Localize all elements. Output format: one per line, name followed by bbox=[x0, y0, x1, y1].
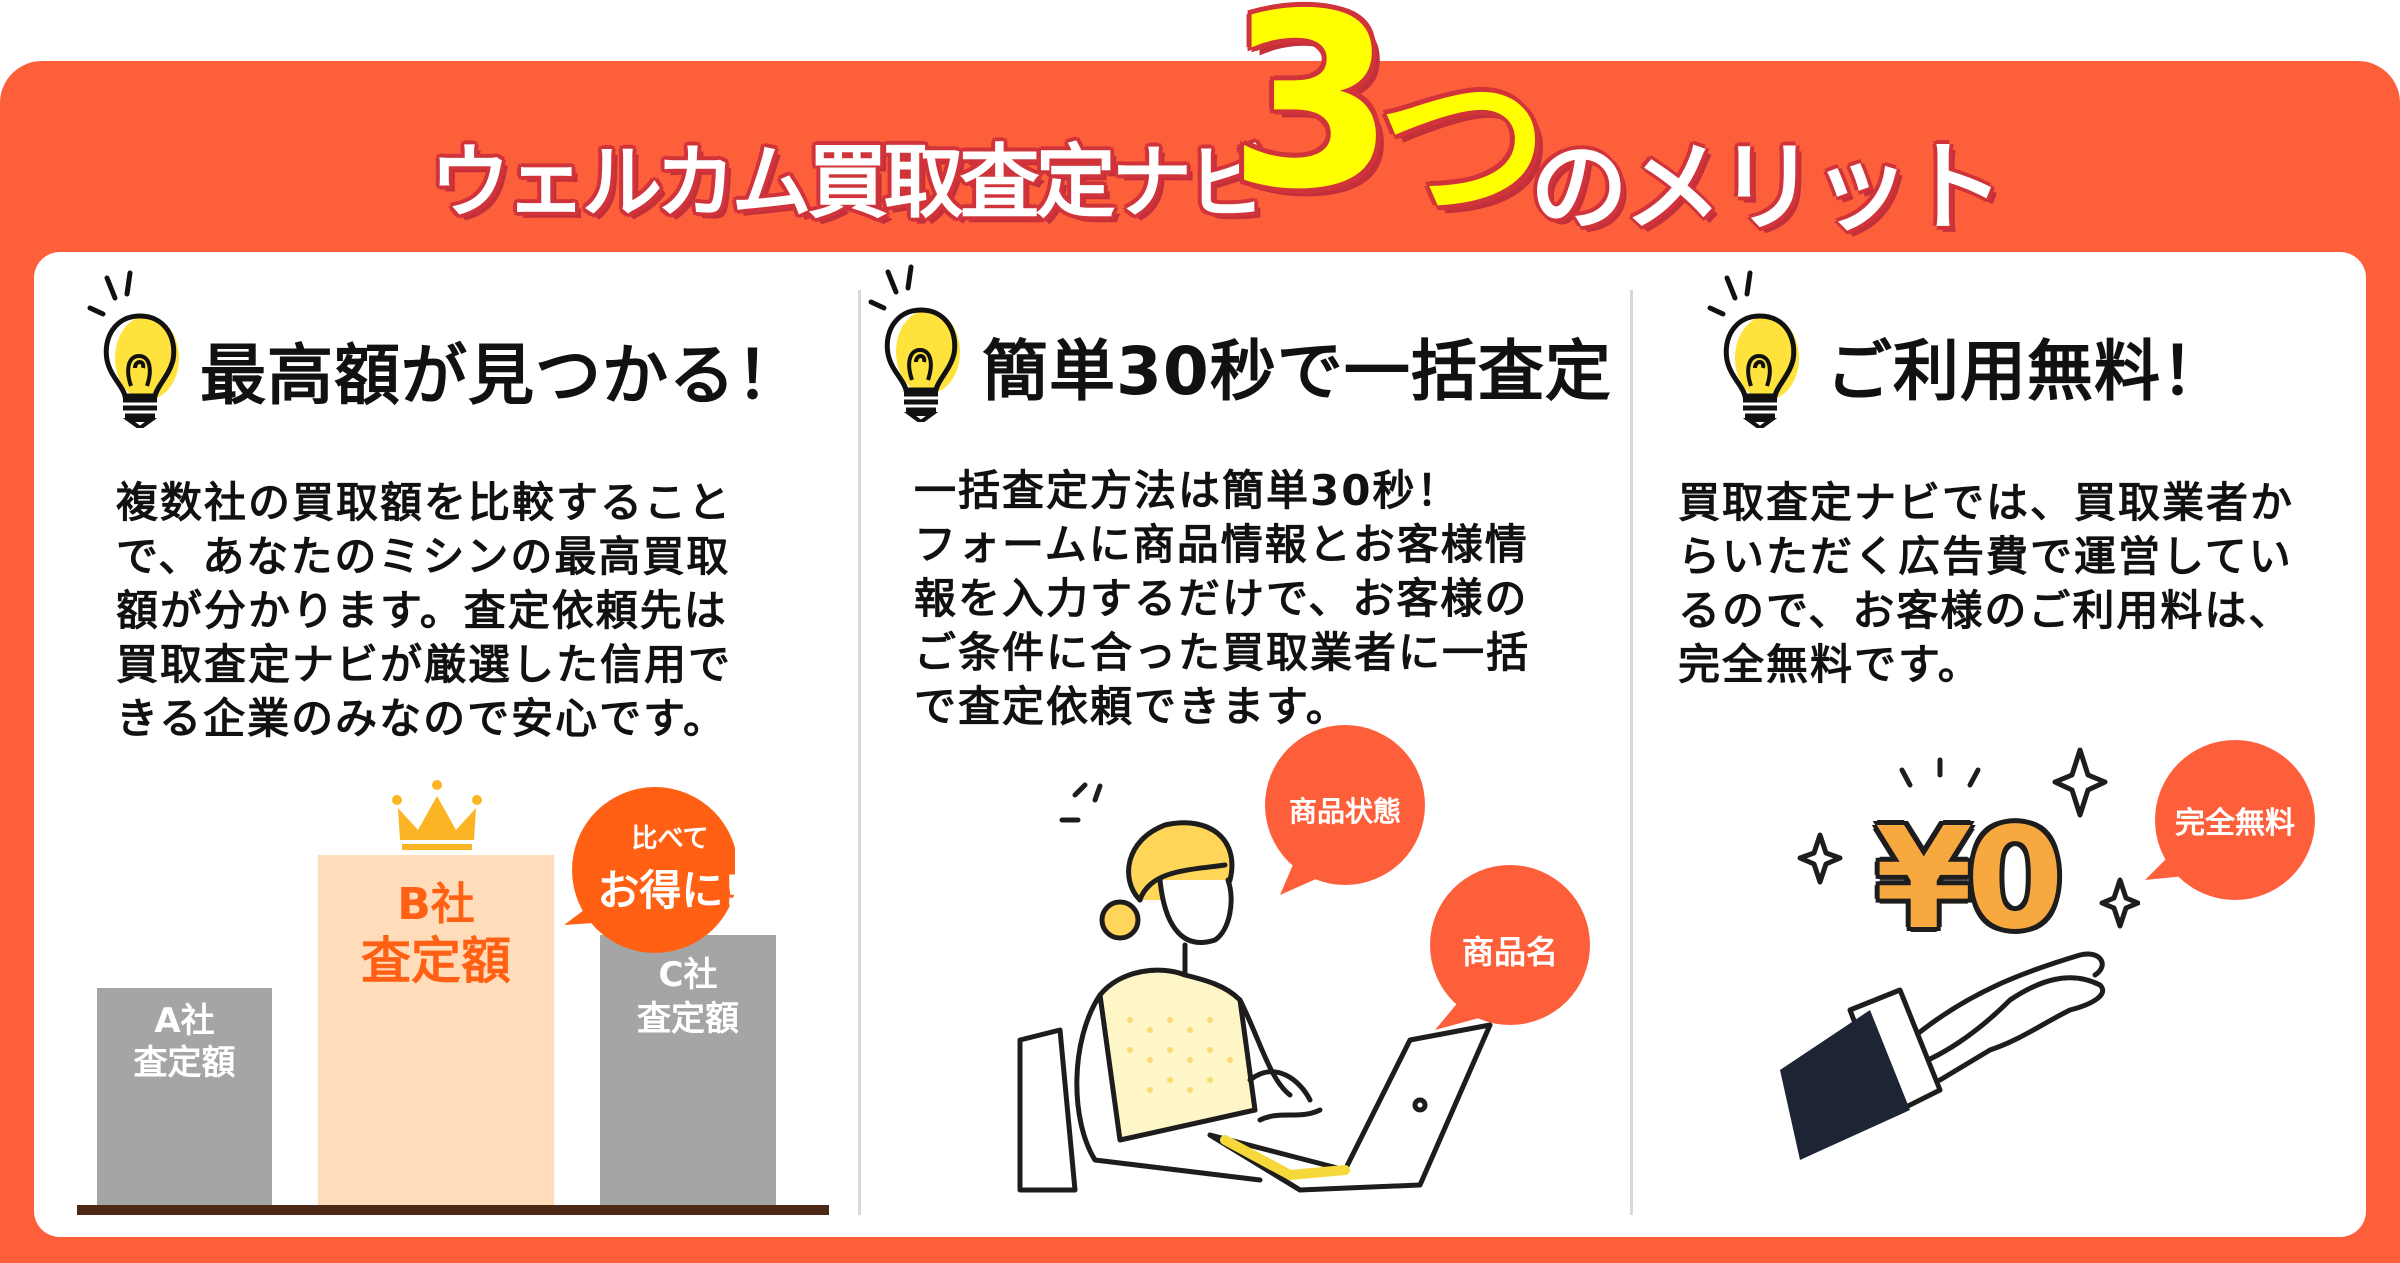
bar-amount-label: 査定額 bbox=[361, 932, 511, 990]
title-main: ウェルカム買取査定ナビ bbox=[430, 136, 1268, 229]
bubble-large-text: お得に! bbox=[597, 866, 743, 915]
column-heading-free: ご利用無料！ bbox=[1826, 333, 2228, 410]
compare-bubble: 比べて お得に! bbox=[570, 818, 770, 918]
body-line: 買取査定ナビでは、買取業者か bbox=[1678, 478, 2295, 527]
bar-company-label: A社 bbox=[154, 1001, 215, 1041]
woman-laptop-illustration bbox=[1017, 782, 1493, 1193]
body-line: で査定依頼できます。 bbox=[914, 682, 1350, 731]
body-line: 報を入力するだけで、お客様の bbox=[914, 574, 1529, 623]
column-heading-quick-appraisal: 簡単30秒で一括査定 bbox=[982, 333, 1612, 410]
column-divider bbox=[1630, 290, 1633, 1215]
bar-amount-label: 査定額 bbox=[637, 999, 739, 1039]
body-line: らいただく広告費で運営してい bbox=[1678, 532, 2293, 581]
speech-bubble-shape bbox=[1430, 865, 1590, 1030]
column-body: 一括査定方法は簡単30秒！ フォームに商品情報とお客様情 報を入力するだけで、お… bbox=[914, 464, 1530, 734]
body-line: フォームに商品情報とお客様情 bbox=[914, 520, 1529, 569]
column-heading-highest-price: 最高額が見つかる！ bbox=[200, 337, 803, 414]
crown-icon bbox=[392, 780, 482, 850]
yen-zero-price: ¥0 bbox=[1875, 798, 2064, 961]
bar-company-label: B社 bbox=[397, 879, 475, 930]
page-title: ウェルカム買取査定ナビ 3 つ のメリット bbox=[0, 0, 2400, 246]
speech-bubble-shape bbox=[1265, 725, 1425, 895]
body-line: 買取査定ナビが厳選した信用で bbox=[116, 640, 733, 689]
bar-company-b: B社 査定額 bbox=[318, 855, 554, 1205]
title-counter: つ bbox=[1378, 48, 1549, 246]
lightbulb-icon bbox=[87, 270, 179, 428]
body-line: 一括査定方法は簡単30秒！ bbox=[914, 466, 1461, 515]
floor-line bbox=[77, 1205, 829, 1215]
bubble-completely-free: 完全無料 bbox=[2175, 806, 2295, 841]
speech-bubble-shape bbox=[2145, 740, 2315, 900]
column-body: 買取査定ナビでは、買取業者か らいただく広告費で運営してい るので、お客様のご利… bbox=[1678, 476, 2294, 692]
title-number: 3 bbox=[1228, 0, 1395, 242]
bubble-product-condition: 商品状態 bbox=[1288, 795, 1401, 828]
title-tail: のメリット bbox=[1530, 131, 2004, 245]
body-line: きる企業のみなので安心です。 bbox=[116, 694, 727, 743]
lightbulb-icon bbox=[1707, 270, 1799, 428]
bar-amount-label: 査定額 bbox=[133, 1043, 236, 1083]
bubble-product-name: 商品名 bbox=[1461, 933, 1558, 971]
body-line: で、あなたのミシンの最高買取 bbox=[116, 532, 731, 581]
hand-yen-illustration bbox=[1780, 747, 2140, 1160]
bar-company-a: A社 査定額 bbox=[97, 988, 272, 1205]
body-line: 複数社の買取額を比較すること bbox=[116, 478, 733, 527]
bar-company-label: C社 bbox=[658, 955, 718, 995]
lightbulb-icon bbox=[868, 264, 960, 422]
column-divider bbox=[858, 290, 861, 1215]
column-body: 複数社の買取額を比較すること で、あなたのミシンの最高買取 額が分かります。査定… bbox=[116, 476, 732, 746]
body-line: るので、お客様のご利用料は、 bbox=[1678, 586, 2293, 635]
bar-company-c: C社 査定額 bbox=[600, 935, 776, 1205]
body-line: 完全無料です。 bbox=[1678, 640, 1982, 689]
speech-bubble-shape bbox=[564, 787, 735, 953]
body-line: ご条件に合った買取業者に一括 bbox=[914, 628, 1531, 677]
bubble-small-text: 比べて bbox=[631, 824, 709, 854]
body-line: 額が分かります。査定依頼先は bbox=[116, 586, 728, 635]
